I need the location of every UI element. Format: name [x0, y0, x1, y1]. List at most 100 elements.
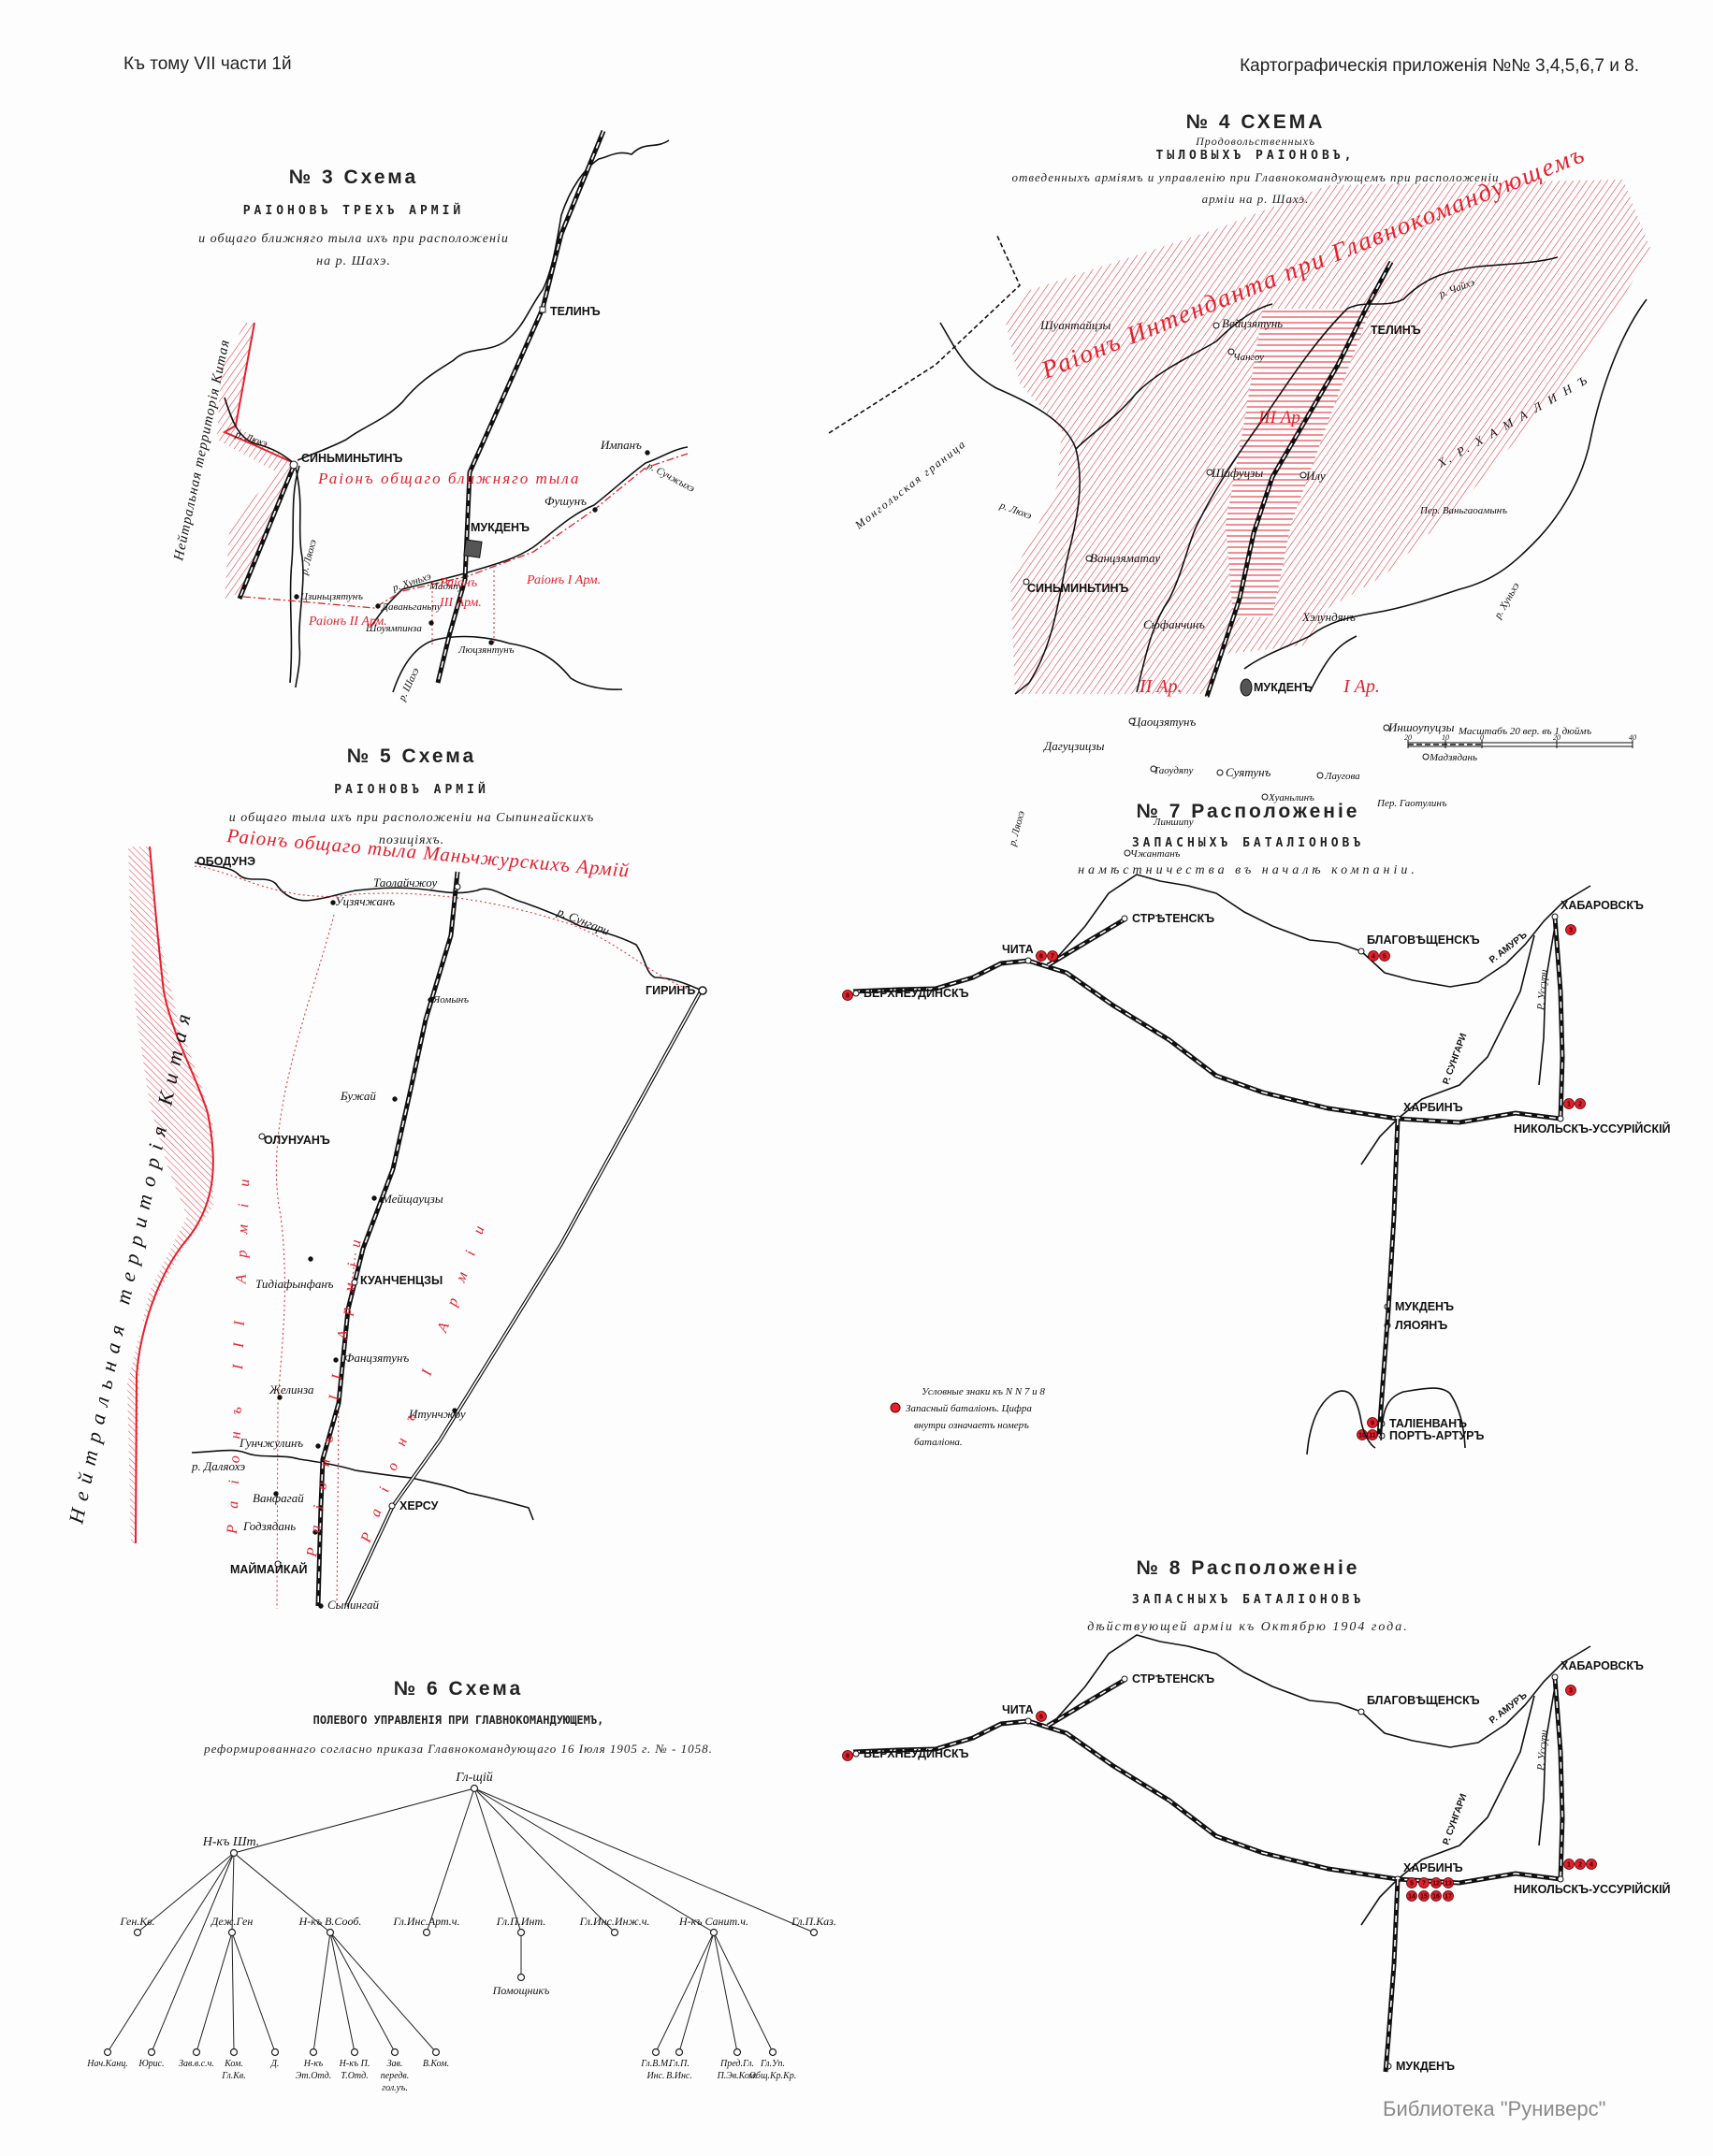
- battalion-marker: [1430, 1877, 1442, 1888]
- river-label-ussuri: Р. Уссури: [1535, 1729, 1550, 1772]
- battalion-number: 1: [1567, 1862, 1571, 1869]
- battalion-number: 17: [1444, 1894, 1452, 1901]
- battalion-number: 6: [1039, 1715, 1043, 1721]
- town-label-nikolsk: НИКОЛЬСКЪ-УССУРІЙСКІЙ: [1514, 1882, 1671, 1896]
- place-marker: [388, 1502, 396, 1510]
- place-marker: [315, 1443, 321, 1449]
- battalion-number: 15: [1420, 1894, 1428, 1901]
- place-marker: [428, 620, 434, 626]
- place-marker: [273, 1491, 279, 1497]
- neutral-zone-hatch: [217, 323, 294, 599]
- railway-dash: [852, 960, 1561, 1123]
- legend-line-2: внутри означаетъ номеръ: [914, 1420, 1029, 1431]
- river-sungari: [194, 861, 701, 991]
- label-hersu: ХЕРСУ: [399, 1499, 439, 1512]
- org-link: [151, 1852, 235, 2053]
- place-marker: [318, 1603, 324, 1609]
- river-shahe: [392, 635, 623, 693]
- railway-dash: [852, 1720, 1561, 1884]
- label-changou: Чангоу: [1233, 352, 1264, 363]
- town-marker: [1121, 1675, 1128, 1683]
- org-level2-label: Н-къ В.Сооб.: [298, 1915, 362, 1928]
- schema-5-desc-1: и общаго тыла ихъ при расположеніи на Сы…: [229, 811, 594, 825]
- river: [1047, 874, 1591, 988]
- label-army1: Раіонъ I Арм.: [526, 573, 601, 587]
- label-inshoupu: Иншоупуцзы: [1387, 720, 1455, 734]
- army3-zone-hatch-h: [1226, 309, 1371, 617]
- mongol-border: [828, 233, 1021, 434]
- org-level3-label: Зав.в.с.ч.: [179, 2059, 214, 2069]
- river: [1538, 1686, 1556, 1846]
- org-link: [473, 1787, 815, 1933]
- schema-8-desc: дѣйствующей арміи къ Октябрю 1904 года.: [1087, 1620, 1409, 1634]
- schema-8-south-rail: [1383, 1878, 1401, 2073]
- place-marker: [645, 450, 650, 456]
- railway-schema-5: [315, 871, 460, 1607]
- town-label-chita: ЧИТА: [1002, 1703, 1034, 1716]
- place-marker: [333, 1357, 339, 1363]
- label-taoudyapu: Таоудяпу: [1154, 765, 1194, 776]
- battalion-marker: [1565, 924, 1576, 935]
- place-marker: [258, 1133, 266, 1140]
- town-marker: [1557, 1115, 1564, 1122]
- label-army3a: Раіонъ: [439, 576, 477, 590]
- org-root-label: Гл-щій: [455, 1771, 492, 1785]
- org-assistant-label: Помощникъ: [492, 1984, 550, 1997]
- mukden-city-icon: [463, 539, 483, 558]
- place-marker: [1124, 849, 1131, 857]
- place-marker: [308, 1256, 313, 1262]
- label-gunchzhulin: Гунчжулинъ: [239, 1436, 303, 1450]
- label-maimaikai: МАЙМАЙКАЙ: [230, 1562, 308, 1576]
- town-label-verhneudinsk: ВЕРХНЕУДИНСКЪ: [864, 1747, 969, 1760]
- battalion-marker: [1418, 1890, 1430, 1902]
- schema-6-desc: реформированнаго согласно приказа Главно…: [203, 1742, 713, 1756]
- battalion-marker: [1036, 1711, 1047, 1722]
- battalion-number: 8: [846, 1754, 849, 1760]
- schema-4-sub: Продовольственныхъ: [1195, 135, 1315, 148]
- place-marker: [592, 507, 598, 513]
- label-army1: I Ар.: [1343, 676, 1380, 697]
- river: [1360, 934, 1535, 1165]
- org-level3-label: Гл.В.М.: [640, 2059, 670, 2069]
- org-link: [713, 1932, 774, 2053]
- org-level3-label: Т.Отд.: [341, 2071, 368, 2081]
- river-liaohe-s4: [939, 322, 1081, 695]
- river-south-s4: [1309, 635, 1357, 693]
- org-link: [329, 1932, 356, 2053]
- library-watermark: Библиотека "Руниверс": [1383, 2097, 1605, 2120]
- battalion-number: 10: [1358, 1433, 1366, 1440]
- org-node: [709, 1928, 719, 1937]
- place-marker: [392, 1096, 398, 1102]
- org-node: [422, 1928, 431, 1937]
- town-label-verhneudinsk: ВЕРХНЕУДИНСКЪ: [864, 987, 969, 1000]
- label-godzyadan: Годзядань: [242, 1519, 296, 1533]
- org-node: [768, 2047, 777, 2057]
- label-liuhe: р. Люхэ: [997, 499, 1033, 522]
- river-label-sungari: Р. СУНГАРИ: [1441, 1792, 1469, 1846]
- scale-tick-label: 40: [1629, 733, 1636, 742]
- river-mid-s4: [1136, 308, 1348, 693]
- label-itunchzhou: Итунчжоу: [408, 1407, 466, 1421]
- org-level3-label: Юрис.: [138, 2059, 164, 2069]
- org-level3-label: гол.уъ.: [382, 2083, 408, 2093]
- org-level3-label: Н-къ: [303, 2059, 323, 2069]
- place-marker: [1383, 724, 1390, 731]
- battalion-number: 2: [1578, 1862, 1582, 1869]
- railway-dash: [1047, 919, 1125, 966]
- battalion-marker: [1047, 950, 1058, 962]
- place-marker: [488, 640, 494, 645]
- schema-5-desc-2: позиціяхъ.: [379, 833, 444, 847]
- appendix-title: Картографическія приложенія №№ 3,4,5,6,7…: [1240, 56, 1639, 76]
- battalion-number: 1: [1567, 1102, 1571, 1108]
- label-tsaotszyatun: Цаоцзятунъ: [1131, 715, 1196, 729]
- battalion-marker: [1430, 1890, 1442, 1902]
- org-link: [473, 1787, 616, 1933]
- battalion-marker: [1565, 1685, 1576, 1696]
- org-node: [675, 2047, 684, 2057]
- label-hunhe: р. Хуньхэ: [390, 571, 432, 594]
- org-node: [390, 2047, 399, 2057]
- place-marker: [1212, 322, 1220, 329]
- place-marker: [330, 900, 336, 905]
- battalion-number: 12: [1432, 1881, 1440, 1888]
- town-label-blagoveshchensk: БЛАГОВѢЩЕНСКЪ: [1367, 1694, 1480, 1707]
